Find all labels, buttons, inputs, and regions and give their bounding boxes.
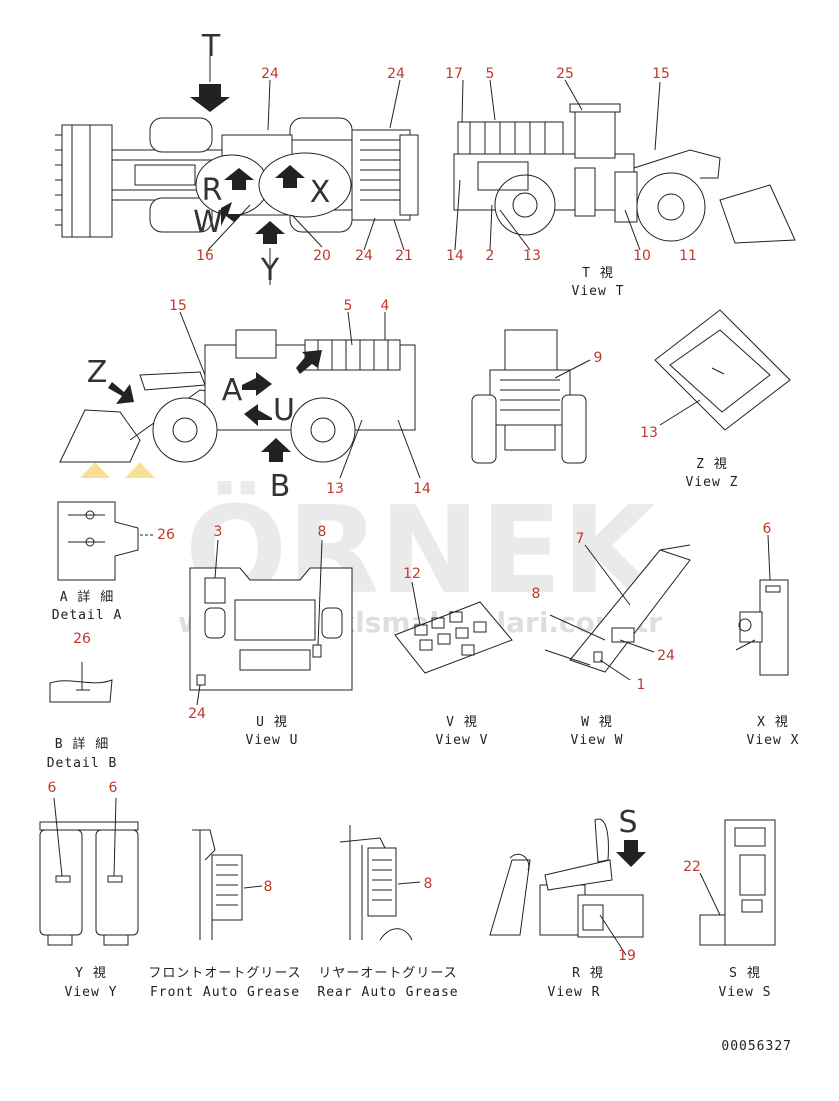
rear-auto-grease-drawing bbox=[339, 825, 421, 941]
view-s-caption-jp: S 視 bbox=[729, 966, 761, 981]
callout: 12 bbox=[403, 566, 421, 582]
view-letter-b: B bbox=[270, 469, 291, 504]
view-letter-t: T bbox=[201, 29, 221, 64]
view-w-caption: View W bbox=[571, 733, 624, 748]
callout: 6 bbox=[109, 780, 118, 796]
callout: 24 bbox=[387, 66, 405, 82]
view-t-caption: View T bbox=[572, 284, 625, 299]
view-y-caption: View Y bbox=[65, 985, 118, 1000]
front-grease-caption: Front Auto Grease bbox=[150, 985, 300, 1000]
view-u-drawing bbox=[189, 539, 353, 706]
view-w-drawing bbox=[544, 544, 691, 681]
view-z-drawing bbox=[654, 309, 791, 431]
callout: 4 bbox=[381, 298, 390, 314]
view-s-drawing bbox=[699, 819, 776, 946]
view-x-caption-jp: X 視 bbox=[757, 715, 789, 730]
callout: 25 bbox=[556, 66, 574, 82]
view-letter-s: S bbox=[618, 805, 637, 840]
view-v-caption: View V bbox=[436, 733, 489, 748]
view-t-caption-jp: T 視 bbox=[582, 266, 614, 281]
view-letter-a: A bbox=[222, 373, 243, 408]
callout: 1 bbox=[637, 677, 646, 693]
callout: 13 bbox=[326, 481, 344, 497]
view-v-caption-jp: V 視 bbox=[446, 715, 478, 730]
part-number: 00056327 bbox=[721, 1039, 792, 1054]
detail-b-drawing bbox=[49, 662, 113, 703]
callout: 21 bbox=[395, 248, 413, 264]
callout: 24 bbox=[261, 66, 279, 82]
rear-grease-caption-jp: リヤーオートグリース bbox=[318, 966, 457, 981]
view-z-caption: View Z bbox=[686, 475, 739, 490]
callout: 8 bbox=[532, 586, 541, 602]
callout: 8 bbox=[264, 879, 273, 895]
callout: 7 bbox=[576, 531, 585, 547]
callout: 20 bbox=[313, 248, 331, 264]
side-view-drawing bbox=[59, 311, 421, 479]
detail-a-caption: Detail A bbox=[52, 608, 123, 623]
detail-a-caption-jp: A 詳 細 bbox=[60, 589, 114, 605]
front-auto-grease-drawing bbox=[192, 829, 263, 940]
callout: 8 bbox=[424, 876, 433, 892]
callout: 13 bbox=[523, 248, 541, 264]
callout: 9 bbox=[594, 350, 603, 366]
view-s-caption: View S bbox=[719, 985, 772, 1000]
view-letter-w: W bbox=[193, 205, 223, 240]
view-letter-x: X bbox=[310, 175, 331, 210]
callout: 8 bbox=[318, 524, 327, 540]
view-r-caption-jp: R 視 bbox=[572, 966, 604, 981]
view-w-caption-jp: W 視 bbox=[581, 715, 613, 730]
front-grease-caption-jp: フロントオートグリース bbox=[148, 966, 301, 981]
view-letter-u: U bbox=[273, 393, 295, 428]
view-letter-r: R bbox=[202, 173, 223, 208]
top-view-drawing bbox=[55, 55, 419, 285]
detail-b-caption: Detail B bbox=[47, 756, 118, 771]
watermark: ÖRNEK www.orneklsmakinalari.com.tr bbox=[80, 462, 662, 639]
callout: 3 bbox=[214, 524, 223, 540]
callout: 24 bbox=[188, 706, 206, 722]
view-t-drawing bbox=[453, 79, 796, 251]
callout: 5 bbox=[486, 66, 495, 82]
view-r-caption: View R bbox=[548, 985, 601, 1000]
callout: 10 bbox=[633, 248, 651, 264]
callout: 15 bbox=[652, 66, 670, 82]
callout: 14 bbox=[413, 481, 431, 497]
callout: 24 bbox=[657, 648, 675, 664]
callout: 13 bbox=[640, 425, 658, 441]
callout: 17 bbox=[445, 66, 463, 82]
callout: 2 bbox=[486, 248, 495, 264]
detail-a-drawing bbox=[57, 501, 155, 581]
callout: 15 bbox=[169, 298, 187, 314]
view-x-drawing bbox=[735, 534, 789, 676]
callout: 6 bbox=[763, 521, 772, 537]
callout: 22 bbox=[683, 859, 701, 875]
callout: 11 bbox=[679, 248, 697, 264]
view-y-drawing bbox=[39, 797, 139, 946]
view-letter-y: Y bbox=[260, 253, 280, 288]
callout: 14 bbox=[446, 248, 464, 264]
view-letter-z: Z bbox=[87, 355, 108, 390]
callout: 16 bbox=[196, 248, 214, 264]
callout: 26 bbox=[157, 527, 175, 543]
view-u-caption-jp: U 視 bbox=[256, 715, 288, 730]
view-z-caption-jp: Z 視 bbox=[696, 457, 728, 472]
view-r-drawing bbox=[489, 818, 646, 956]
callout: 24 bbox=[355, 248, 373, 264]
callout: 6 bbox=[48, 780, 57, 796]
view-u-caption: View U bbox=[246, 733, 299, 748]
view-v-drawing bbox=[394, 581, 513, 674]
view-x-caption: View X bbox=[747, 733, 800, 748]
rear-grease-caption: Rear Auto Grease bbox=[317, 985, 458, 1000]
view-y-caption-jp: Y 視 bbox=[75, 966, 107, 981]
detail-b-caption-jp: B 詳 細 bbox=[55, 736, 109, 752]
callout: 5 bbox=[344, 298, 353, 314]
callout: 26 bbox=[73, 631, 91, 647]
callout: 19 bbox=[618, 948, 636, 964]
front-view-drawing bbox=[471, 329, 591, 464]
